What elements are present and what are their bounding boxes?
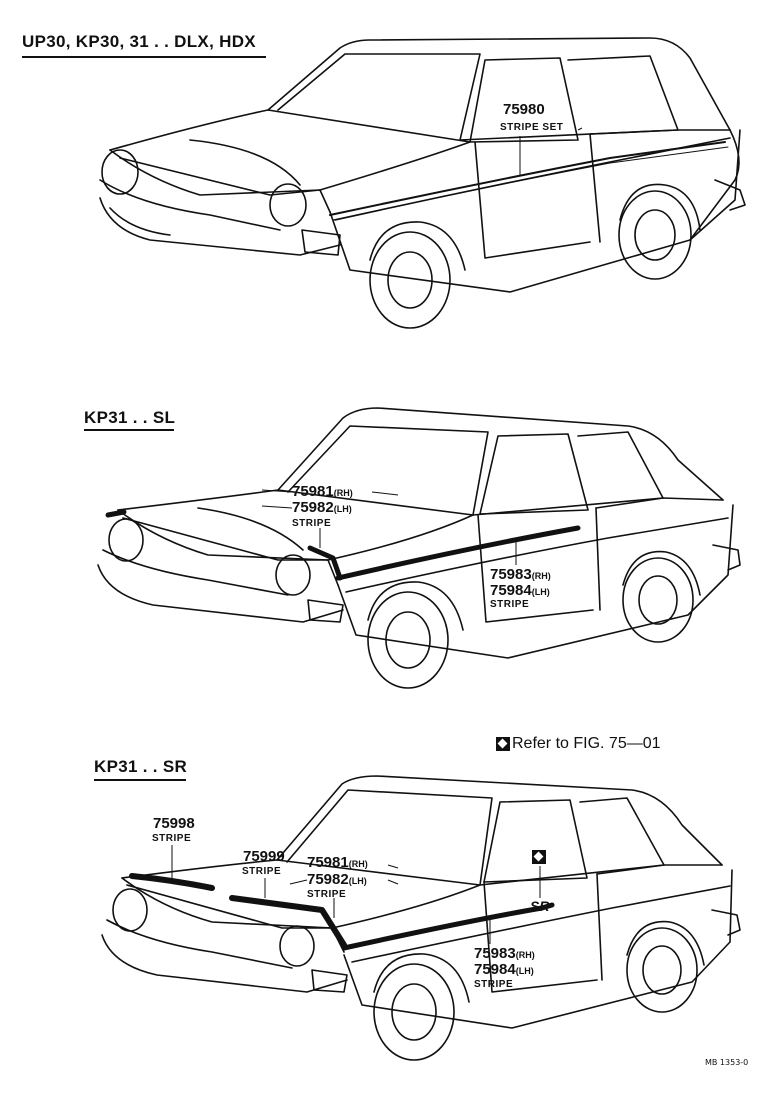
callout-75999-desc: STRIPE	[242, 866, 282, 877]
callout-75984-sl-desc: STRIPE	[490, 599, 530, 610]
callout-75984-sr-part: 75984(LH)	[474, 962, 534, 979]
callout-75984-sl-part: 75984(LH)	[490, 583, 550, 600]
reference-note-text: Refer to FIG. 75—01	[512, 735, 661, 752]
callout-part-number: 75981	[292, 483, 334, 500]
callout-side: (RH)	[515, 950, 535, 960]
callout-part-number: 75984	[490, 582, 532, 599]
callout-side: (RH)	[348, 859, 368, 869]
callout-75982-sl-desc: STRIPE	[292, 518, 332, 529]
callout-75982-sl-part: 75982(LH)	[292, 500, 352, 517]
callout-part-number: 75982	[307, 871, 349, 888]
title-underline-2	[84, 429, 174, 431]
section-title-2: KP31 . . SL	[84, 408, 176, 427]
callout-75982-sr-desc: STRIPE	[307, 889, 347, 900]
callout-part-number: 75983	[490, 566, 532, 583]
callout-75998-desc: STRIPE	[152, 833, 192, 844]
callout-side: (LH)	[333, 504, 352, 514]
diamond-marker-icon	[496, 737, 510, 751]
callout-part-number: 75981	[307, 854, 349, 871]
title-underline-1	[22, 56, 266, 58]
section-title-3: KP31 . . SR	[94, 757, 188, 776]
callout-side: (LH)	[515, 966, 534, 976]
section-title-1: UP30, KP30, 31 . . DLX, HDX	[22, 32, 256, 51]
sr-emblem: SR	[530, 898, 550, 914]
callout-75998-part: 75998	[153, 815, 195, 832]
callout-75980-desc: STRIPE SET	[500, 122, 564, 133]
callout-75980-part: 75980	[503, 101, 545, 118]
car-illustration-1	[99, 37, 746, 329]
drawing-code: MB 1353-0	[705, 1058, 749, 1067]
callout-75984-sr-desc: STRIPE	[474, 979, 514, 990]
reference-note: Refer to FIG. 75—01	[496, 735, 661, 753]
car-illustration-2	[97, 407, 741, 689]
callout-part-number: 75982	[292, 499, 334, 516]
callout-75983-sl-part: 75983(RH)	[490, 567, 551, 584]
callout-part-number: 75983	[474, 945, 516, 962]
emblem-diamond-icon	[532, 850, 546, 864]
callout-75982-sr-part: 75982(LH)	[307, 872, 367, 889]
car-illustration-3	[101, 775, 741, 1061]
callout-side: (RH)	[333, 488, 353, 498]
callout-side: (LH)	[531, 587, 550, 597]
callout-75981-sr-part: 75981(RH)	[307, 855, 368, 872]
callout-side: (RH)	[531, 571, 551, 581]
callout-75983-sr-part: 75983(RH)	[474, 946, 535, 963]
callout-part-number: 75984	[474, 961, 516, 978]
callout-side: (LH)	[348, 876, 367, 886]
callout-75999-part: 75999	[243, 848, 285, 865]
title-underline-3	[94, 779, 186, 781]
callout-75981-sl-part: 75981(RH)	[292, 484, 353, 501]
